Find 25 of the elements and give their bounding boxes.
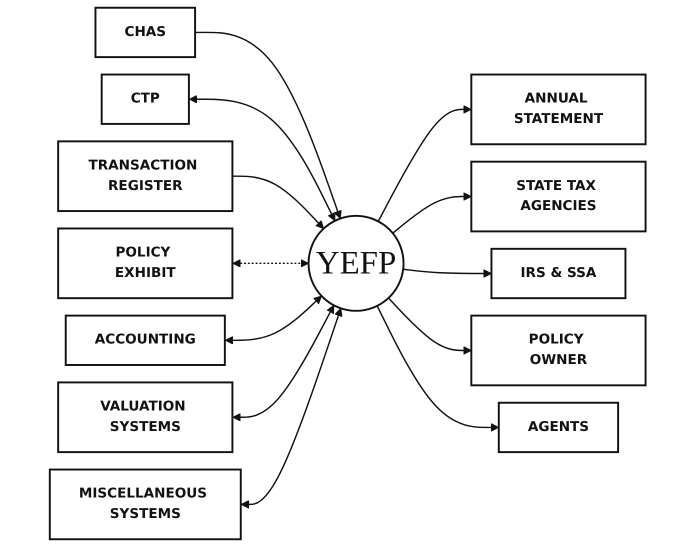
arrow bbox=[232, 259, 310, 268]
node-box: CHAS bbox=[94, 6, 196, 58]
arrow bbox=[378, 105, 472, 222]
arrow bbox=[195, 32, 342, 219]
arrow bbox=[241, 308, 343, 509]
node-box: ANNUAL STATEMENT bbox=[470, 74, 647, 146]
node-box: TRANSACTION REGISTER bbox=[57, 140, 234, 212]
arrow bbox=[392, 192, 472, 234]
arrow bbox=[232, 175, 324, 229]
arrow bbox=[232, 304, 335, 422]
node-box: ACCOUNTING bbox=[65, 314, 226, 366]
node-circle: YEFP bbox=[308, 214, 405, 312]
node-box: VALUATION SYSTEMS bbox=[57, 381, 234, 454]
node-box: CTP bbox=[101, 74, 190, 125]
arrow bbox=[225, 296, 322, 345]
arrow bbox=[388, 298, 472, 355]
node-box: POLICY EXHIBIT bbox=[57, 228, 234, 300]
node-box: POLICY OWNER bbox=[470, 314, 647, 386]
node-box: STATE TAX AGENCIES bbox=[470, 160, 647, 232]
node-box: AGENTS bbox=[498, 402, 620, 454]
arrow bbox=[376, 306, 500, 432]
node-box: IRS & SSA bbox=[490, 248, 627, 300]
arrow bbox=[189, 94, 336, 222]
node-box: MISCELLANEOUS SYSTEMS bbox=[49, 468, 242, 540]
arrow bbox=[403, 268, 492, 278]
